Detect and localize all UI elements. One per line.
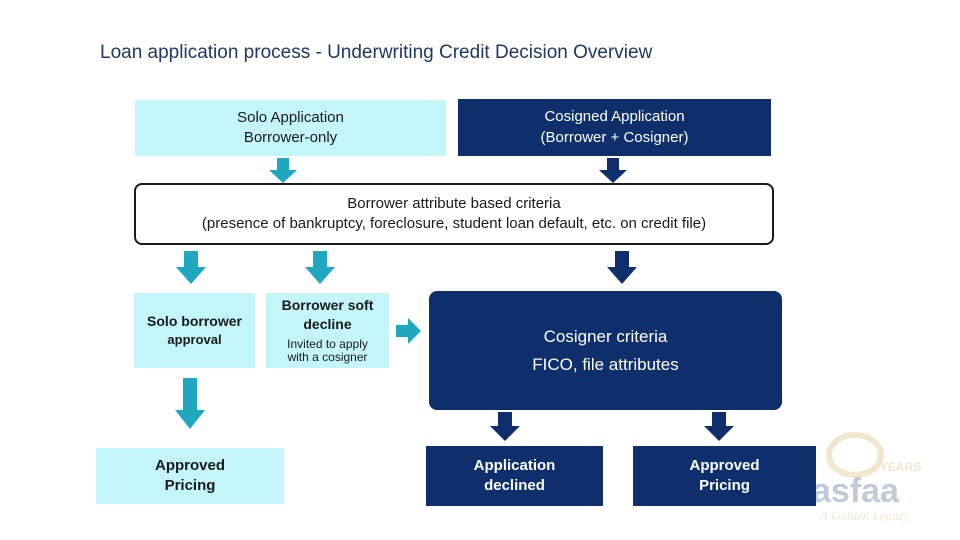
solo-approval-box: Solo borrower approval <box>134 293 255 368</box>
soft-decline-label: Borrower soft <box>281 297 374 314</box>
approved-label: Approved <box>689 456 760 474</box>
cosigned-application-box: Cosigned Application (Borrower + Cosigne… <box>458 99 771 156</box>
application-declined-box: Application declined <box>426 446 603 506</box>
watermark-tagline: A Golden Legacy <box>820 508 911 523</box>
solo-application-sublabel: Borrower-only <box>243 129 338 146</box>
solo-approval-sublabel: approval <box>167 332 222 348</box>
arrow-down-icon <box>175 378 205 429</box>
cosigned-application-sublabel: (Borrower + Cosigner) <box>540 128 689 146</box>
arrow-down-icon <box>704 412 734 441</box>
pricing-label: Pricing <box>164 477 216 494</box>
soft-decline-note-2: with a cosigner <box>287 350 368 365</box>
solo-application-label: Solo Application <box>237 108 344 126</box>
application-label: Application <box>473 456 556 474</box>
cosigner-criteria-box: Cosigner criteria FICO, file attributes <box>429 291 782 410</box>
watermark-years-text: YEARS <box>880 460 922 474</box>
arrow-right-icon <box>396 318 421 344</box>
approved-label: Approved <box>154 456 225 474</box>
arrow-down-icon <box>607 251 637 284</box>
soft-decline-sublabel: decline <box>303 316 352 333</box>
cosigner-criteria-detail: FICO, file attributes <box>532 354 679 374</box>
solo-approval-label: Solo borrower <box>147 313 242 330</box>
solo-application-box: Solo Application Borrower-only <box>135 100 446 156</box>
declined-label: declined <box>484 477 545 494</box>
soft-decline-note: Invited to apply <box>287 337 368 352</box>
arrow-down-icon <box>305 251 335 284</box>
page-title: Loan application process - Underwriting … <box>100 42 653 63</box>
arrow-down-icon <box>490 412 520 441</box>
borrower-criteria-detail: (presence of bankruptcy, foreclosure, st… <box>201 215 707 232</box>
arrow-down-icon <box>176 251 206 284</box>
cosigned-application-label: Cosigned Application <box>544 108 685 126</box>
watermark-ring-icon <box>826 432 884 478</box>
borrower-criteria-label: Borrower attribute based criteria <box>347 194 561 212</box>
cosigner-criteria-label: Cosigner criteria <box>543 327 668 347</box>
soft-decline-box: Borrower soft decline Invited to apply w… <box>266 293 389 368</box>
watermark-logo: YEARS asfaa A Golden Legacy <box>770 430 950 530</box>
approved-pricing-right-box: Approved Pricing <box>633 446 816 506</box>
arrow-down-icon <box>269 158 297 183</box>
borrower-criteria-box: Borrower attribute based criteria (prese… <box>134 183 774 245</box>
arrow-down-icon <box>599 158 627 183</box>
pricing-label: Pricing <box>699 477 750 494</box>
approved-pricing-left-box: Approved Pricing <box>96 448 284 504</box>
watermark-logo-text: asfaa <box>812 472 899 510</box>
